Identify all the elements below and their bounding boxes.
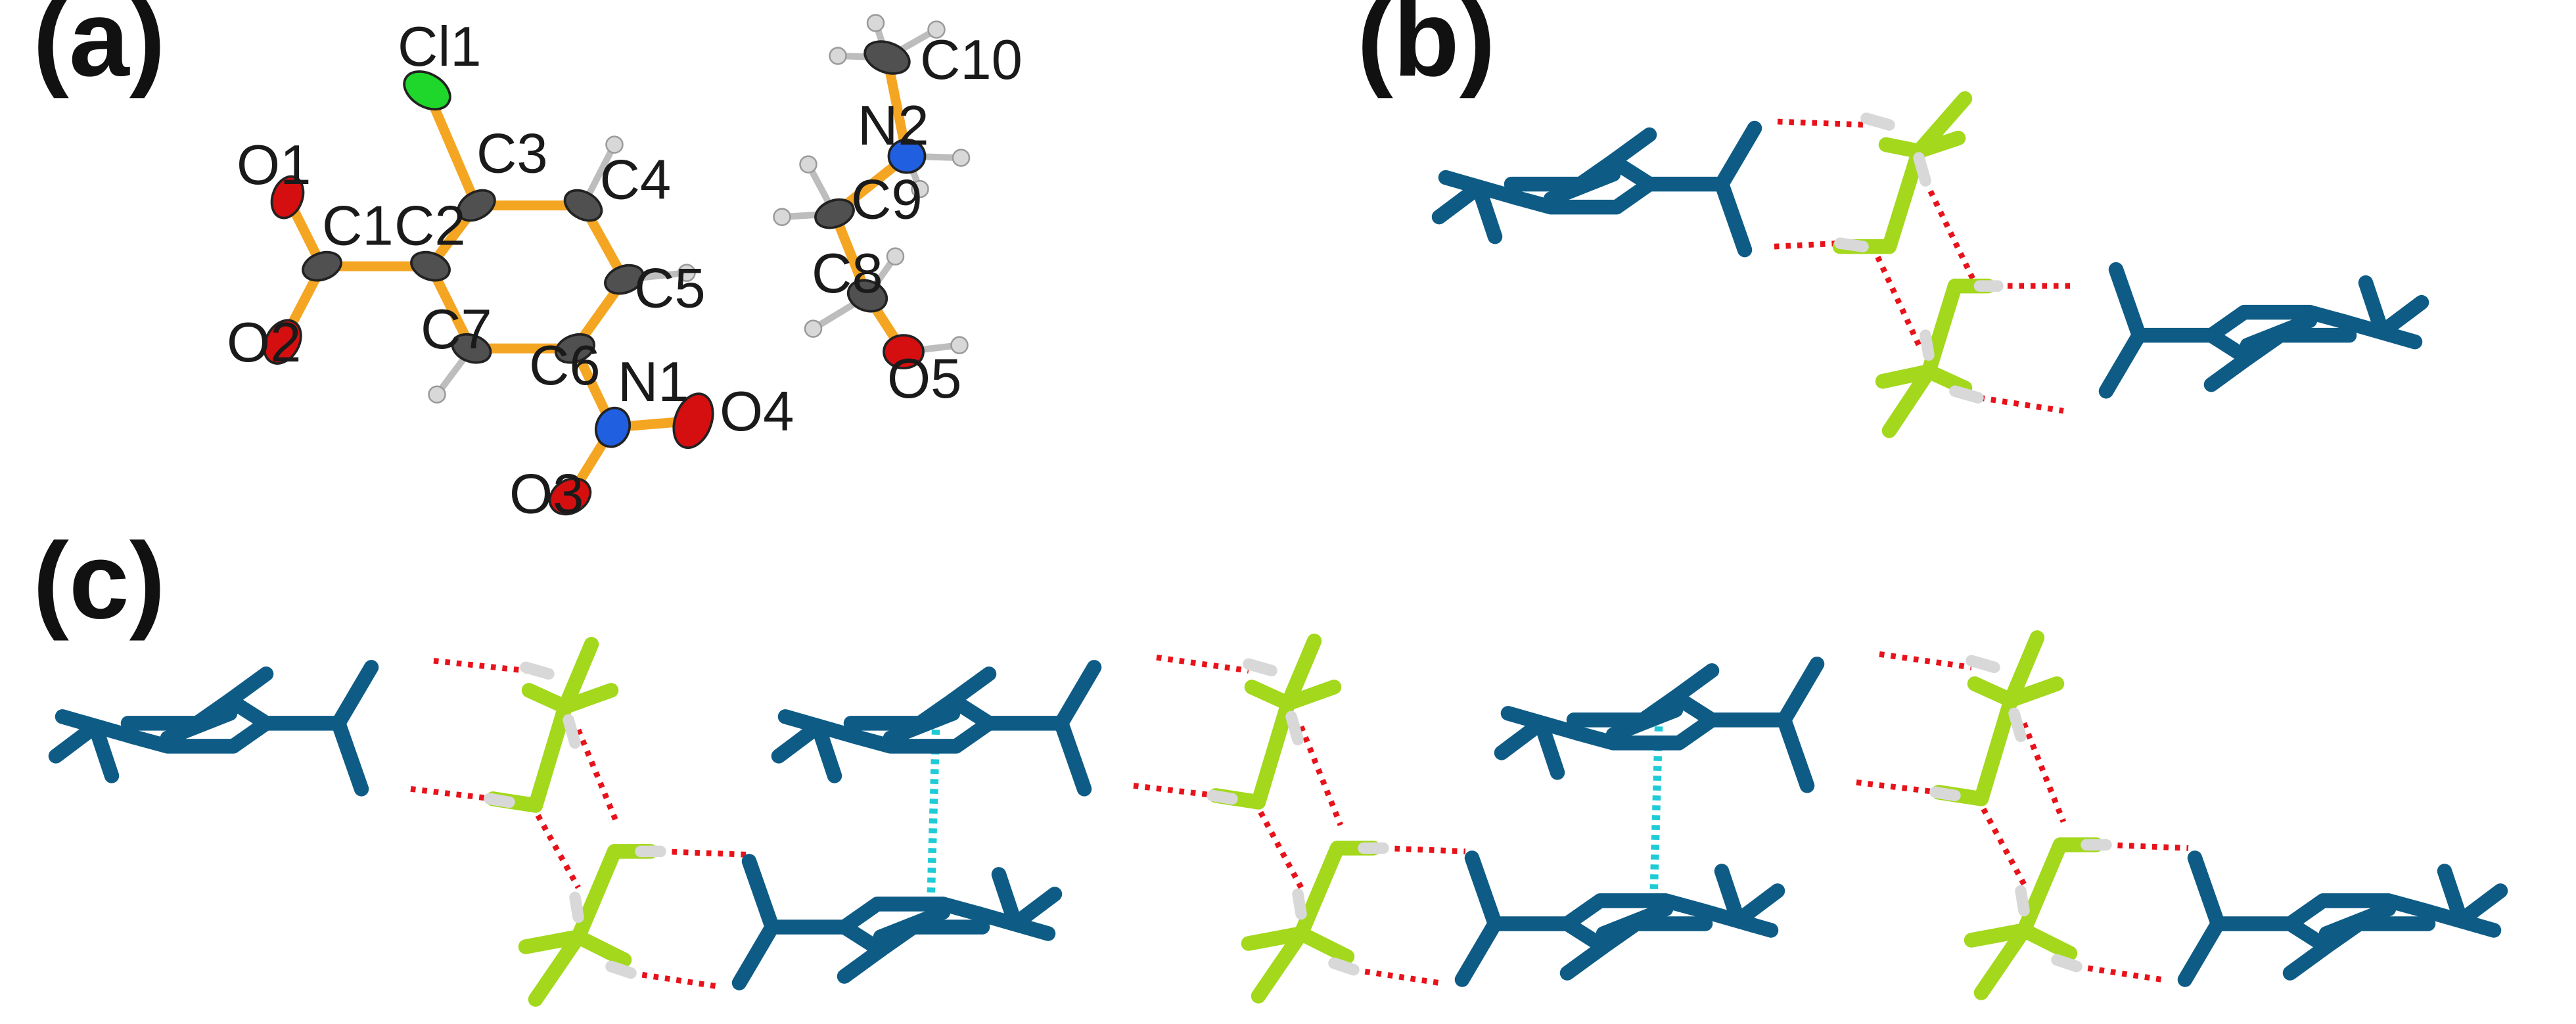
nitrogen-atom [887,138,927,174]
nitrogen-atom [594,406,632,448]
oxygen-atom [263,319,302,365]
atom-label-c7: C7 [421,298,492,361]
atom-label-c5: C5 [634,258,706,320]
atom-label-c10: C10 [920,29,1023,91]
atom-labels: Cl1 C3 C4 O1 C1 C2 C5 O2 C7 C6 N1 O4 O3 … [227,16,1023,525]
carbon-atom [863,40,911,75]
atom-label-n2: N2 [858,95,929,157]
hydrogen-atom [428,385,446,404]
carbon-atom [410,250,451,282]
atom-label-n1: N1 [618,351,689,413]
hydrogen-atom [773,208,791,226]
hydrogen-atom [799,155,817,174]
oxygen-atom [548,477,592,516]
carbon-atom [814,198,855,229]
carbon-atom [563,189,603,222]
pi-stack-line [925,710,941,934]
anion-molecule [1439,128,1755,250]
hydrogen-atom [927,20,946,39]
anion-molecule [2185,858,2500,979]
anion-molecule [2106,269,2422,391]
hydrogen-bonds [1774,118,2077,414]
panel-c-chain [56,630,2500,1007]
carbon-atom [555,333,595,364]
atom-label-c2: C2 [394,195,466,258]
hydrogen-atom [886,247,905,266]
pi-stacking-interactions [925,707,1664,934]
atom-label-o4: O4 [720,381,794,443]
panel-label-c: (c) [33,520,166,641]
hydrogen-atom [952,149,971,167]
panel-b-dimer [1439,91,2422,438]
oxygen-atom [270,175,305,220]
atom-label-c9: C9 [851,169,923,231]
carbon-atom [302,250,342,282]
cation-molecule [1832,91,1996,438]
atom-label-cl1: Cl1 [398,16,482,78]
hydrogen-atom [866,14,885,32]
anion-molecule [1462,858,1778,979]
atom-label-c3: C3 [476,123,548,185]
hydrogen-atom [950,336,969,354]
chlorine-atom [403,70,451,111]
hydrogen-bonds [410,651,2189,989]
atom-label-o5: O5 [887,348,961,410]
atom-label-o1: O1 [237,134,311,197]
atom-label-c8: C8 [812,243,883,305]
anion-molecule [739,861,1055,983]
hydrogen-atom [678,264,696,282]
panel-label-a: (a) [33,0,166,99]
hydrogen-atom [911,179,929,198]
atom-label-o3: O3 [509,463,584,525]
heavy-atoms [263,40,927,516]
cation-molecules [485,630,2104,1007]
hydrogen-atom [605,135,624,154]
cation-hydrogens [1834,112,2004,404]
panel-label-b: (b) [1357,0,1496,99]
atom-label-c1: C1 [322,195,394,258]
carbon-atom [846,279,888,313]
panel-a-molecule: Cl1 C3 C4 O1 C1 C2 C5 O2 C7 C6 N1 O4 O3 … [227,14,1023,525]
hydrogen-atom [804,319,823,338]
oxygen-atom [883,334,925,370]
atom-label-c4: C4 [600,149,672,212]
anion-molecule [56,667,371,789]
cation-hydrogens [484,655,2112,979]
atom-label-o2: O2 [227,312,301,374]
oxygen-atom [672,392,714,450]
pi-stack-line [1648,707,1664,931]
hydrogen-atom [829,47,847,65]
hydrogen-atoms [428,14,971,404]
carbon-atom [604,264,645,295]
carbon-atom [457,189,496,222]
atom-label-c6: C6 [529,335,601,397]
carbon-atom [451,333,492,364]
